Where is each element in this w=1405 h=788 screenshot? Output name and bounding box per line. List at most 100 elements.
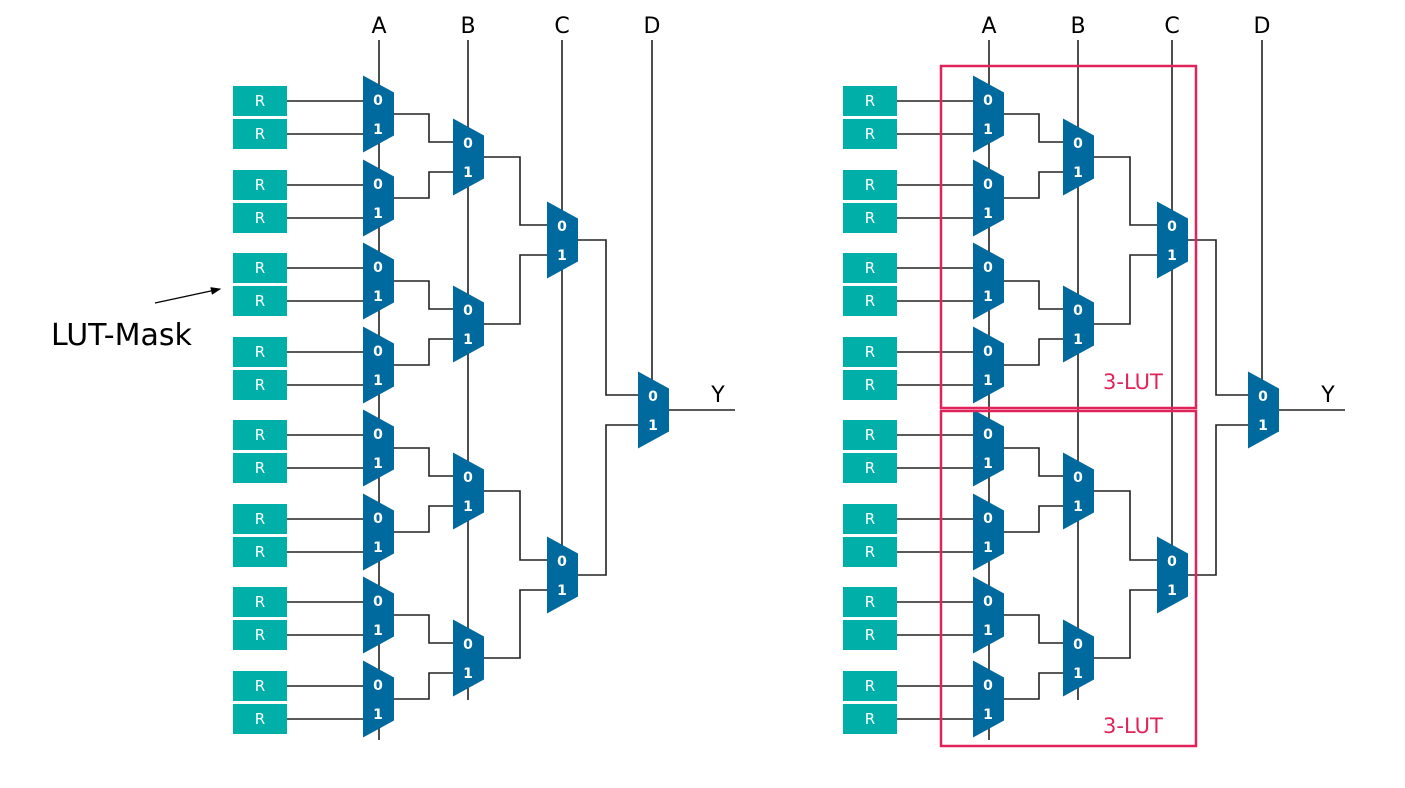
mux-wire bbox=[1004, 280, 1063, 310]
register-label: R bbox=[255, 209, 265, 227]
register-cell: R bbox=[843, 504, 897, 534]
select-input-label-b: B bbox=[460, 14, 475, 39]
register-box bbox=[843, 671, 897, 701]
multiplexer: 01 bbox=[453, 118, 484, 196]
register-cell: R bbox=[233, 587, 287, 617]
register-cell: R bbox=[843, 86, 897, 116]
register-box bbox=[843, 587, 897, 617]
register-box bbox=[233, 537, 287, 567]
mux-input-1-label: 1 bbox=[373, 456, 383, 472]
register-box bbox=[233, 704, 287, 734]
mux-input-0-label: 0 bbox=[1073, 303, 1083, 319]
mux-input-1-label: 1 bbox=[1073, 666, 1083, 682]
register-cell: R bbox=[843, 170, 897, 200]
register-label: R bbox=[255, 426, 265, 444]
mux-input-1-label: 1 bbox=[983, 289, 993, 305]
register-box bbox=[233, 453, 287, 483]
mux-input-0-label: 0 bbox=[983, 177, 993, 193]
mux-input-1-label: 1 bbox=[373, 206, 383, 222]
register-label: R bbox=[865, 593, 875, 611]
register-cell: R bbox=[233, 370, 287, 400]
mux-wire bbox=[394, 171, 453, 199]
mux-wire bbox=[484, 156, 547, 226]
mux-input-0-label: 0 bbox=[983, 511, 993, 527]
register-box bbox=[233, 337, 287, 367]
mux-body bbox=[453, 285, 484, 363]
register-box bbox=[843, 337, 897, 367]
multiplexer: 01 bbox=[1063, 619, 1094, 697]
mux-input-0-label: 0 bbox=[983, 678, 993, 694]
register-cell: R bbox=[843, 587, 897, 617]
mux-input-1-label: 1 bbox=[983, 122, 993, 138]
register-box bbox=[843, 170, 897, 200]
register-box bbox=[843, 537, 897, 567]
mux-wire bbox=[484, 589, 547, 659]
mux-body bbox=[363, 75, 394, 153]
mux-input-0-label: 0 bbox=[373, 427, 383, 443]
mux-body bbox=[363, 409, 394, 487]
mux-wire bbox=[1004, 171, 1063, 199]
mux-input-0-label: 0 bbox=[1258, 389, 1268, 405]
three-lut-box bbox=[939, 409, 1198, 748]
register-cell: R bbox=[843, 537, 897, 567]
mux-wire bbox=[394, 672, 453, 700]
mux-body bbox=[1063, 619, 1094, 697]
mux-input-1-label: 1 bbox=[463, 165, 473, 181]
register-cell: R bbox=[233, 504, 287, 534]
multiplexer: 01 bbox=[973, 493, 1004, 571]
multiplexer: 01 bbox=[453, 285, 484, 363]
mux-body bbox=[363, 660, 394, 738]
mux-input-0-label: 0 bbox=[1073, 136, 1083, 152]
register-label: R bbox=[865, 710, 875, 728]
mux-wire bbox=[1094, 589, 1157, 659]
register-cell: R bbox=[843, 337, 897, 367]
register-box bbox=[843, 119, 897, 149]
mux-input-1-label: 1 bbox=[983, 623, 993, 639]
mux-body bbox=[453, 619, 484, 697]
mux-body bbox=[453, 118, 484, 196]
mux-input-1-label: 1 bbox=[463, 332, 473, 348]
mux-input-1-label: 1 bbox=[557, 248, 567, 264]
multiplexer: 01 bbox=[547, 536, 578, 614]
mux-input-0-label: 0 bbox=[373, 93, 383, 109]
register-cell: R bbox=[843, 453, 897, 483]
register-label: R bbox=[255, 593, 265, 611]
multiplexer: 01 bbox=[547, 201, 578, 279]
register-label: R bbox=[865, 125, 875, 143]
select-input-label-c: C bbox=[1164, 14, 1179, 39]
register-label: R bbox=[255, 626, 265, 644]
register-label: R bbox=[865, 510, 875, 528]
mux-wire bbox=[484, 254, 547, 325]
multiplexer: 01 bbox=[363, 242, 394, 320]
mux-input-1-label: 1 bbox=[1073, 165, 1083, 181]
mux-body bbox=[1248, 371, 1279, 449]
register-box bbox=[843, 253, 897, 283]
register-cell: R bbox=[843, 203, 897, 233]
register-cell: R bbox=[843, 286, 897, 316]
select-input-label-d: D bbox=[1254, 14, 1271, 39]
mux-body bbox=[973, 493, 1004, 571]
register-label: R bbox=[865, 176, 875, 194]
select-input-label-a: A bbox=[981, 14, 996, 39]
multiplexer: 01 bbox=[973, 660, 1004, 738]
three-lut-box bbox=[939, 64, 1198, 410]
mux-body bbox=[363, 576, 394, 654]
register-box bbox=[233, 170, 287, 200]
mux-input-0-label: 0 bbox=[373, 260, 383, 276]
mux-wire bbox=[1004, 447, 1063, 477]
mux-input-1-label: 1 bbox=[1073, 332, 1083, 348]
lut-mask-annotation: LUT-Mask bbox=[51, 287, 222, 353]
register-box bbox=[843, 504, 897, 534]
register-box bbox=[233, 203, 287, 233]
register-cell: R bbox=[233, 671, 287, 701]
mux-input-0-label: 0 bbox=[648, 389, 658, 405]
multiplexer: 01 bbox=[973, 576, 1004, 654]
mux-input-1-label: 1 bbox=[373, 623, 383, 639]
register-cell: R bbox=[843, 671, 897, 701]
output-label: Y bbox=[1320, 383, 1335, 408]
register-box bbox=[233, 370, 287, 400]
three-lut-label: 3-LUT bbox=[1103, 714, 1163, 738]
mux-input-1-label: 1 bbox=[1073, 499, 1083, 515]
mux-input-1-label: 1 bbox=[557, 583, 567, 599]
